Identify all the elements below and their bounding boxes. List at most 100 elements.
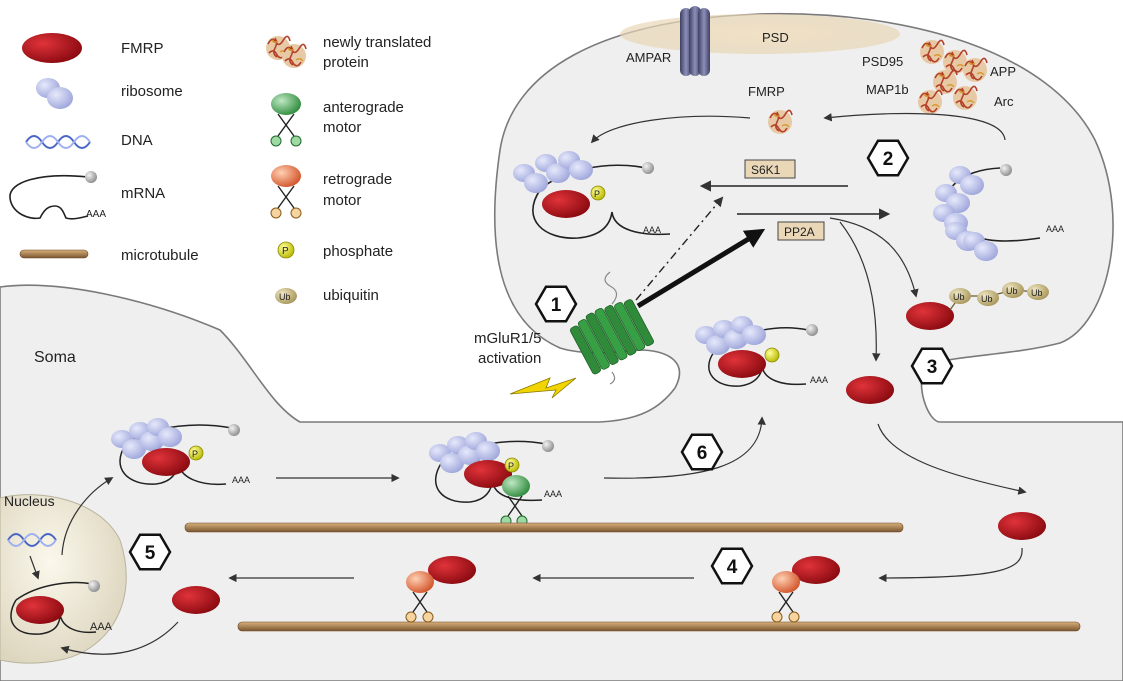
legend-newly-translated-line1: newly translated [323, 34, 431, 51]
legend-fmrp-icon [22, 33, 82, 63]
svg-text:Ub: Ub [1006, 286, 1018, 296]
arrow-return-to-nucleus [60, 621, 179, 655]
svg-text:AAA: AAA [643, 225, 661, 235]
legend-ribosome-icon [36, 78, 73, 109]
svg-text:P: P [192, 449, 198, 459]
svg-text:Ub: Ub [981, 294, 993, 304]
legend-newly-translated-line2: protein [323, 54, 369, 71]
soma-label: Soma [34, 349, 76, 366]
legend-ubiquitin-icon: Ub [275, 288, 297, 304]
step-marker-4: 4 [710, 547, 754, 585]
spine-base-complex: AAA [695, 316, 828, 387]
spine-translating-polysome: AAA [933, 164, 1064, 261]
psd-label: PSD [762, 30, 789, 45]
arrow-protein-to-complex [590, 115, 751, 144]
free-fmrp-dendrite [998, 512, 1046, 540]
arrow-to-spine-step6 [603, 416, 766, 479]
app-label: APP [990, 64, 1016, 79]
pp2a-box: PP2A [777, 221, 825, 241]
svg-text:P: P [594, 189, 600, 199]
mglur-to-s6k1-arrow [635, 196, 724, 301]
arrow-to-free-fmrp [839, 221, 881, 362]
step-label-6: 6 [697, 443, 708, 464]
arrow-dna-down [29, 555, 40, 580]
microtubule-lower [237, 621, 1081, 632]
step-label-3: 3 [927, 357, 938, 378]
svg-text:PP2A: PP2A [784, 225, 815, 239]
lightning-bolt-icon [509, 377, 577, 399]
ubiquitinated-fmrp: Ub Ub Ub Ub [906, 282, 1049, 330]
legend-retrograde-line1: retrograde [323, 171, 392, 188]
free-fmrp-soma [172, 586, 220, 614]
legend-protein-icon [265, 35, 307, 69]
svg-text:Ub: Ub [279, 292, 291, 302]
mglur-receptor-icon [570, 271, 654, 385]
s6k1-box: S6K1 [744, 159, 796, 179]
arrow-fmrp-to-retrograde [878, 547, 1023, 583]
mglur-label-line2: activation [478, 350, 541, 367]
nucleus-fmrp-mrna-complex: AAA [10, 580, 113, 635]
free-fmrp-spine [846, 376, 894, 404]
svg-text:AAA: AAA [544, 489, 562, 499]
svg-text:AAA: AAA [232, 475, 250, 485]
step-label-5: 5 [145, 543, 156, 564]
nucleus-label: Nucleus [4, 493, 55, 509]
step-marker-5: 5 [128, 533, 172, 571]
map1b-label: MAP1b [866, 82, 909, 97]
neuron-membrane [0, 12, 1123, 681]
svg-text:P: P [508, 461, 514, 471]
legend-ubiquitin-label: ubiquitin [323, 287, 379, 304]
step-marker-3: 3 [910, 347, 954, 385]
svg-text:Ub: Ub [1031, 288, 1043, 298]
ampar-label: AMPAR [626, 50, 671, 65]
svg-text:AAA: AAA [810, 375, 828, 385]
legend-retrograde-line2: motor [323, 192, 361, 209]
nucleus-dna-icon [7, 533, 57, 547]
psd-density [620, 14, 900, 54]
legend-mrna-label: mRNA [121, 185, 165, 202]
spine-fmrp-label: FMRP [748, 84, 785, 99]
step-marker-2: 2 [866, 139, 910, 177]
spine-repressed-complex: P AAA [513, 151, 671, 239]
legend-fmrp-label: FMRP [121, 40, 164, 57]
legend-phosphate-label: phosphate [323, 243, 393, 260]
mglur-label-line1: mGluR1/5 [474, 330, 542, 347]
svg-text:S6K1: S6K1 [751, 163, 781, 177]
psd95-label: PSD95 [862, 54, 903, 69]
step-label-4: 4 [727, 557, 738, 578]
spine-new-protein-icon [767, 109, 793, 135]
legend-dna-icon [25, 135, 91, 149]
arrow-fmrp-exit-spine [877, 423, 1027, 495]
ampar-receptor-icon [680, 6, 710, 76]
soma-complex: P AAA [111, 418, 250, 486]
arrow-nucleus-export [61, 477, 114, 556]
legend-ribosome-label: ribosome [121, 83, 183, 100]
legend-microtubule-label: microtubule [121, 247, 199, 264]
svg-text:Ub: Ub [953, 292, 965, 302]
legend: FMRP ribosome DNA AAA mRNA microtubule n… [9, 33, 431, 304]
svg-text:AAA: AAA [1046, 224, 1064, 234]
legend-microtubule-icon [19, 249, 89, 259]
microtubule-upper [184, 522, 904, 533]
arrow-translation-to-protein [823, 112, 1006, 141]
legend-dna-label: DNA [121, 132, 153, 149]
anterograde-transport-complex: P AAA [429, 432, 562, 527]
legend-retrograde-motor-icon [270, 165, 302, 219]
legend-mrna-icon: AAA [9, 171, 106, 220]
mglur-to-pp2a-arrow [636, 228, 766, 309]
svg-text:AAA: AAA [90, 621, 113, 633]
arrow-to-ubiquitination [829, 217, 919, 298]
step-label-2: 2 [883, 149, 894, 170]
step-marker-6: 6 [680, 433, 724, 471]
legend-anterograde-line2: motor [323, 119, 361, 136]
step-label-1: 1 [551, 295, 562, 316]
legend-anterograde-line1: anterograde [323, 99, 404, 116]
step-marker-1: 1 [534, 285, 578, 323]
arc-label: Arc [994, 94, 1014, 109]
retrograde-complex-right [771, 556, 840, 623]
retrograde-complex-left [405, 556, 476, 623]
svg-text:P: P [282, 246, 289, 257]
legend-anterograde-motor-icon [270, 93, 302, 147]
svg-text:AAA: AAA [86, 209, 106, 220]
